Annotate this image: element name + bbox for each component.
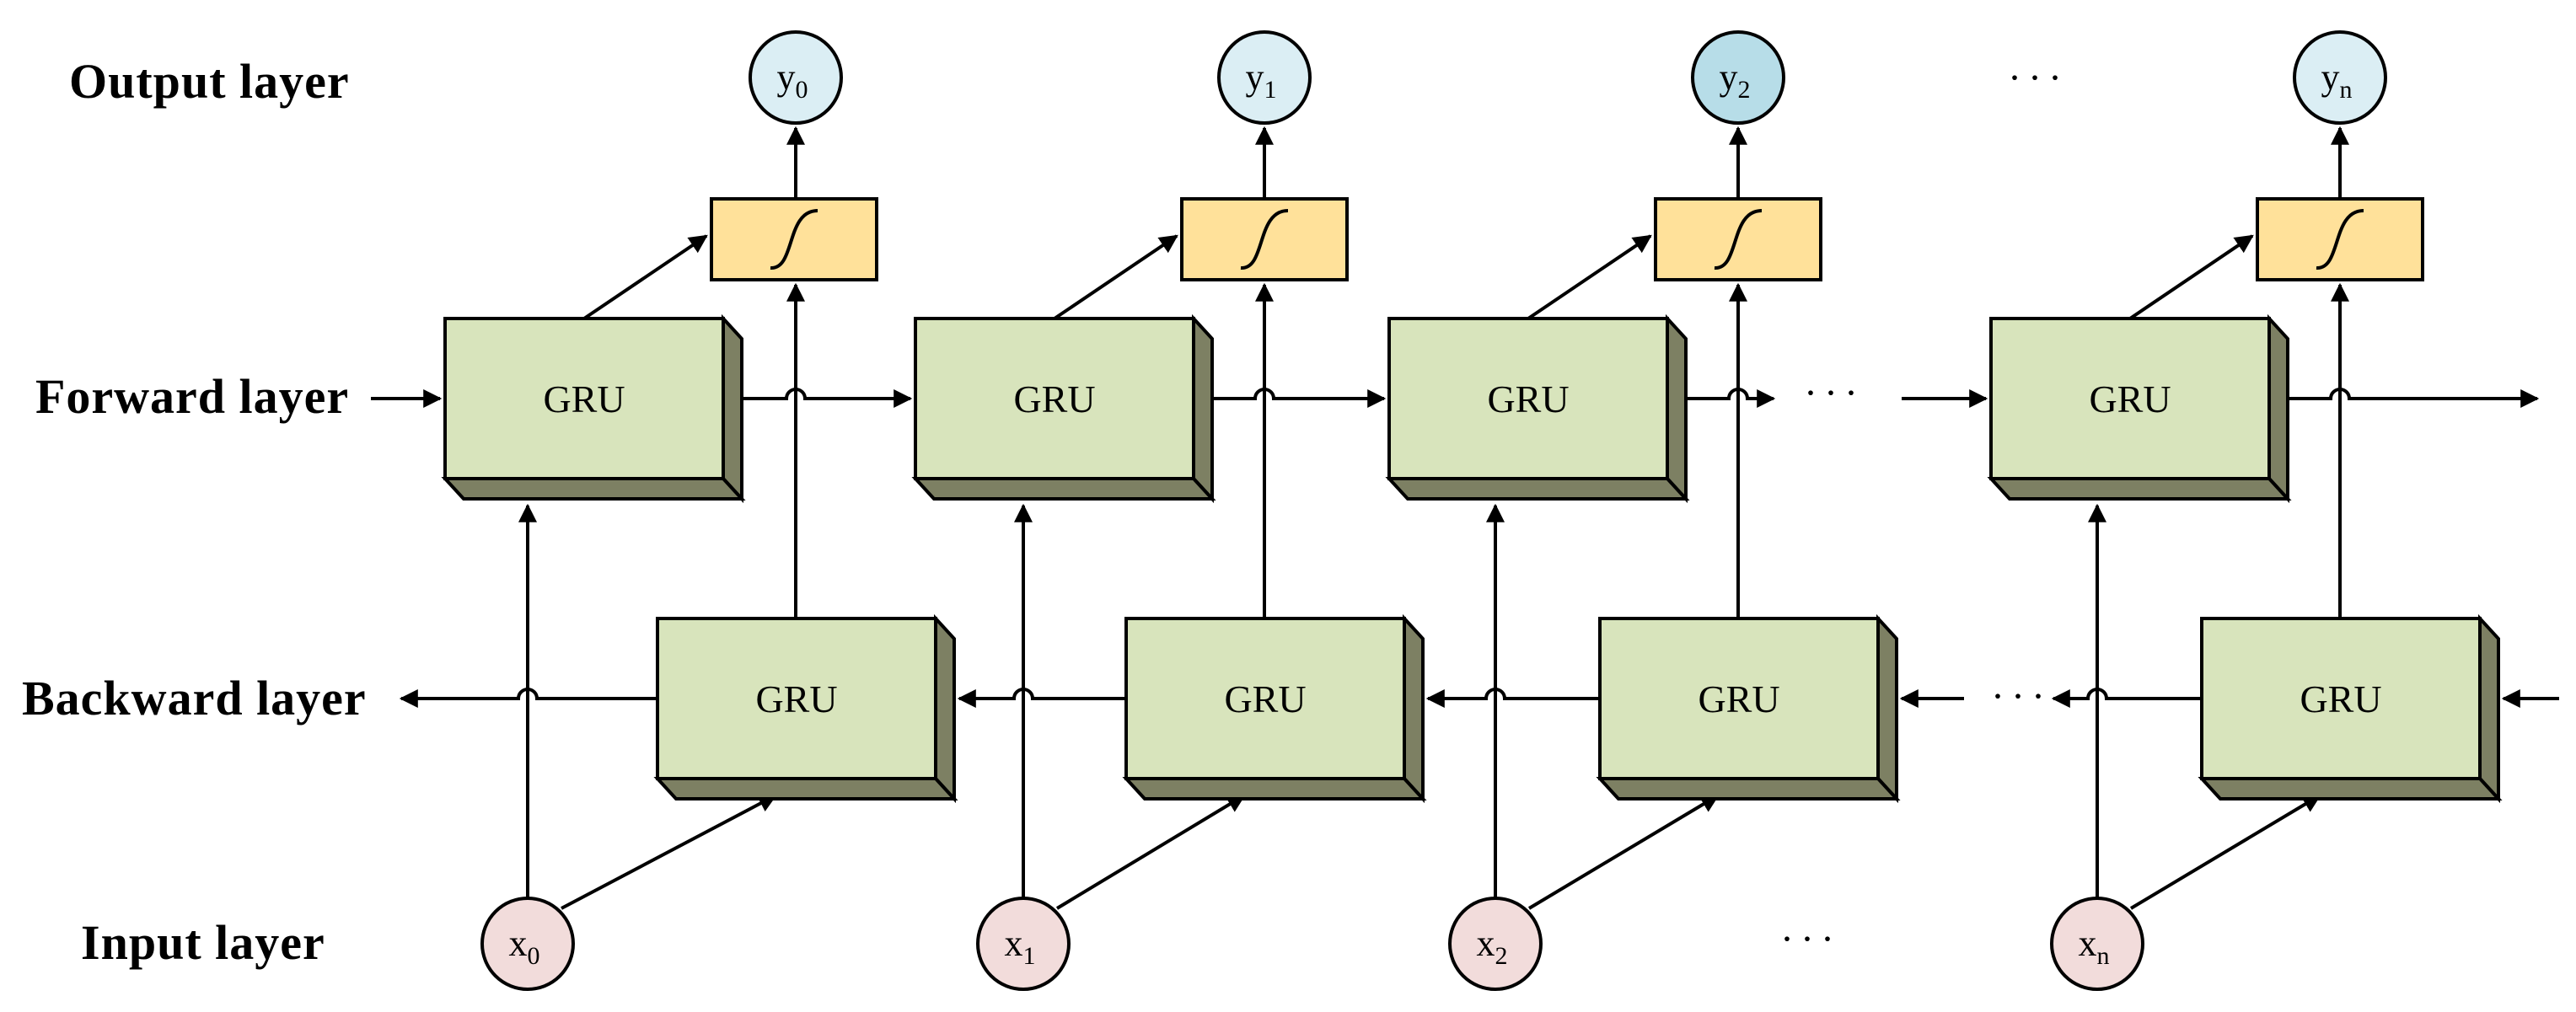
gru-label: GRU <box>1487 377 1569 420</box>
gru-face <box>914 317 1195 480</box>
backward-ellipsis: ··· <box>1991 674 2052 719</box>
integral-icon <box>1714 209 1763 270</box>
input-layer-label: Input layer <box>81 915 325 970</box>
input-to-backward-3 <box>2129 794 2321 910</box>
activation-1 <box>1180 197 1349 281</box>
forward-to-activation-3 <box>2128 234 2254 320</box>
output-ellipsis: ··· <box>2008 56 2069 100</box>
activation-3 <box>2256 197 2424 281</box>
input-node-2: x2 <box>1448 897 1543 991</box>
integral-icon <box>2316 209 2364 270</box>
forward-ellipsis: ··· <box>1804 371 1865 415</box>
forward-to-activation-2 <box>1527 234 1652 320</box>
backward-layer-label: Backward layer <box>22 671 367 726</box>
gru-label: GRU <box>1013 377 1095 420</box>
gru-face <box>1387 317 1669 480</box>
backward-gru-1: GRU <box>1122 613 1427 804</box>
gru-label: GRU <box>1224 677 1306 720</box>
input-node-3: xn <box>2050 897 2144 991</box>
backward-gru-0: GRU <box>653 613 958 804</box>
forward-link-0 <box>742 388 913 408</box>
backward-link-3 <box>2051 688 2202 708</box>
input-node-0: x0 <box>480 897 575 991</box>
backward-link-1 <box>1425 688 1600 708</box>
forward-gru-3: GRU <box>1987 313 2292 504</box>
forward-link-2 <box>1686 388 1776 408</box>
backward-gru-2: GRU <box>1596 613 1901 804</box>
input-to-backward-1 <box>1055 794 1246 910</box>
backward-out-arrow <box>399 688 657 708</box>
gru-face <box>2200 617 2482 780</box>
gru-face <box>1124 617 1406 780</box>
forward-link-1 <box>1212 388 1387 408</box>
integral-icon <box>770 209 818 270</box>
activation-2 <box>1654 197 1822 281</box>
output-layer-label: Output layer <box>69 54 350 109</box>
output-node-1: y1 <box>1217 30 1312 125</box>
forward-gru-1: GRU <box>911 313 1216 504</box>
input-to-backward-0 <box>561 794 777 910</box>
forward-to-activation-0 <box>582 234 708 320</box>
forward-to-activation-1 <box>1053 234 1178 320</box>
gru-face <box>1598 617 1880 780</box>
output-node-3: yn <box>2293 30 2387 125</box>
output-node-0: y0 <box>749 30 843 125</box>
forward-layer-label: Forward layer <box>35 369 349 424</box>
forward-out-arrow <box>2288 388 2540 408</box>
gru-label: GRU <box>2300 677 2381 720</box>
integral-icon <box>1240 209 1289 270</box>
connections <box>371 126 2559 910</box>
backward-gru-3: GRU <box>2198 613 2503 804</box>
gru-face <box>443 317 725 480</box>
gru-label: GRU <box>543 377 625 420</box>
backward-link-0 <box>957 688 1126 708</box>
gru-face <box>656 617 937 780</box>
gru-label: GRU <box>2089 377 2171 420</box>
input-node-1: x1 <box>976 897 1071 991</box>
gru-face <box>1989 317 2271 480</box>
forward-gru-2: GRU <box>1385 313 1690 504</box>
gru-label: GRU <box>755 677 837 720</box>
output-node-2: y2 <box>1691 30 1785 125</box>
diagram-nodes: GRU GRU y0 x0 GRU GRU y1 x1 GRU GRU y2 x2 GRU GRU yn xn <box>441 30 2503 991</box>
input-to-backward-2 <box>1527 794 1720 910</box>
forward-gru-0: GRU <box>441 313 746 504</box>
activation-0 <box>710 197 878 281</box>
input-ellipsis: ··· <box>1780 917 1841 961</box>
gru-label: GRU <box>1698 677 1779 720</box>
